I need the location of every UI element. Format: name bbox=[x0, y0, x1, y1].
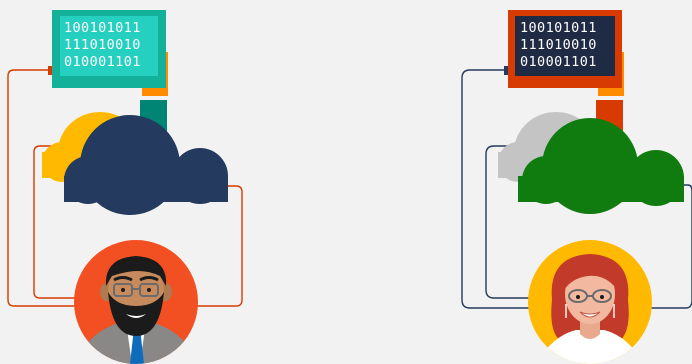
right-binary-line-1: 100101011 bbox=[520, 20, 597, 36]
right-binary-line-3: 010001101 bbox=[520, 54, 597, 70]
right-group: 100101011 111010010 010001101 bbox=[462, 10, 692, 364]
right-binary-line-2: 111010010 bbox=[520, 37, 597, 53]
left-binary-line-3: 010001101 bbox=[64, 54, 141, 70]
left-line-cloud-front bbox=[190, 186, 242, 306]
left-avatar-bearded-man bbox=[74, 240, 198, 364]
left-group: 100101011 111010010 010001101 bbox=[8, 10, 242, 364]
left-binary-line-1: 100101011 bbox=[64, 20, 141, 36]
left-binary-line-2: 111010010 bbox=[64, 37, 141, 53]
right-avatar-red-haired-woman bbox=[528, 240, 652, 364]
